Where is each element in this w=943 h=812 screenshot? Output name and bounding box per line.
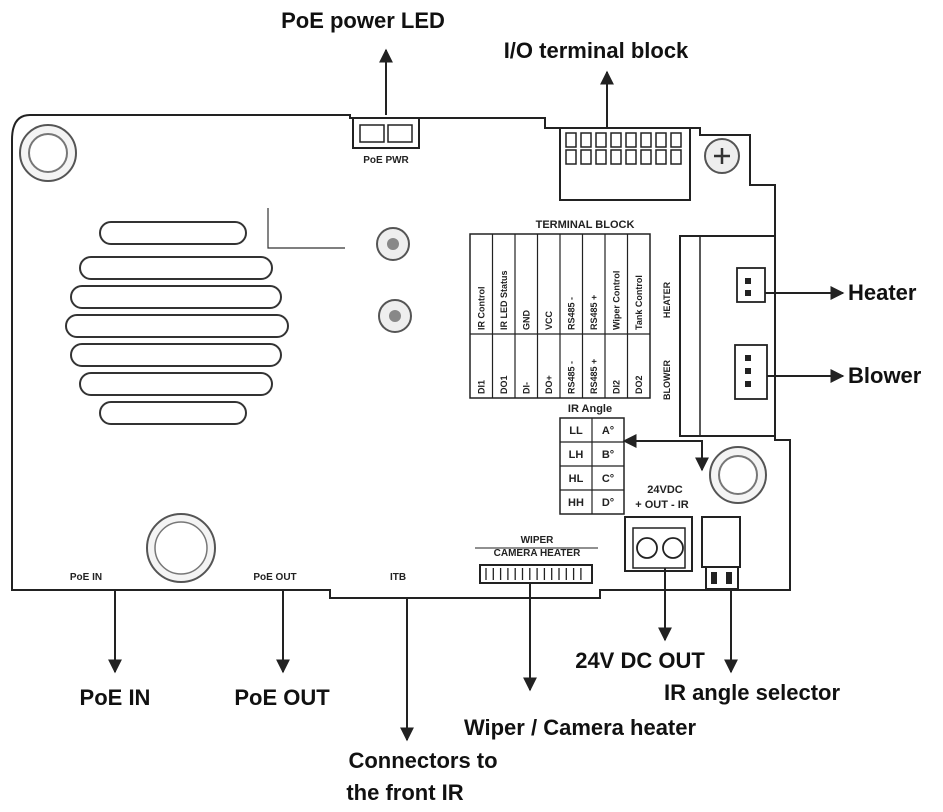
mounting-hole-bottom xyxy=(146,513,216,583)
callout-dc-out: 24V DC OUT xyxy=(575,648,705,673)
terminal-pin-lower xyxy=(655,149,667,165)
dc-out-connector xyxy=(624,516,693,572)
terminal-top-label: RS485 - xyxy=(566,297,576,330)
terminal-bottom-label: DO+ xyxy=(544,375,554,394)
itb-board-label: ITB xyxy=(390,572,406,583)
callout-poe-in: PoE IN xyxy=(80,685,151,710)
ir-table-cell: D° xyxy=(602,497,614,509)
wiper-connector xyxy=(479,564,593,584)
terminal-pin-lower xyxy=(625,149,637,165)
wiper-board-label: WIPER xyxy=(521,535,555,546)
screw-top-right xyxy=(704,138,740,174)
ir-table-cell: A° xyxy=(602,425,614,437)
blower-board-label: BLOWER xyxy=(662,360,672,400)
terminal-pin-lower xyxy=(610,149,622,165)
callout-poe-power-led: PoE power LED xyxy=(281,8,445,33)
terminal-top-label: VCC xyxy=(544,310,554,330)
ir-table-cell: C° xyxy=(602,473,614,485)
ir-table-cell: HL xyxy=(569,473,584,485)
screw-lower xyxy=(378,299,412,333)
ir-table-cell: B° xyxy=(602,449,614,461)
terminal-pin-lower xyxy=(640,149,652,165)
terminal-block-title: TERMINAL BLOCK xyxy=(536,219,635,231)
ir-table-cell: LH xyxy=(569,449,584,461)
screw-upper xyxy=(376,227,410,261)
terminal-bottom-label: DO2 xyxy=(634,375,644,394)
terminal-pin xyxy=(580,132,592,148)
terminal-bottom-label: DI1 xyxy=(476,380,486,394)
terminal-top-label: GND xyxy=(521,310,531,331)
terminal-pin xyxy=(625,132,637,148)
callout-heater: Heater xyxy=(848,280,917,305)
bracket-line xyxy=(267,208,345,249)
camera-heater-board-label: CAMERA HEATER xyxy=(494,548,581,559)
callout-connectors-line1: Connectors to xyxy=(348,748,497,773)
terminal-pin xyxy=(670,132,682,148)
speaker-grille xyxy=(65,221,289,425)
terminal-pin-lower xyxy=(670,149,682,165)
terminal-bottom-label: DO1 xyxy=(499,375,509,394)
terminal-top-label: Tank Control xyxy=(634,275,644,330)
terminal-pin xyxy=(640,132,652,148)
heater-board-label: HEATER xyxy=(662,281,672,318)
callout-ir-angle-selector: IR angle selector xyxy=(664,680,841,705)
mounting-hole-top-left xyxy=(19,124,77,182)
ir-angle-connector xyxy=(701,516,741,590)
mounting-hole-right xyxy=(709,446,767,504)
callout-blower: Blower xyxy=(848,363,922,388)
terminal-pin-lower xyxy=(595,149,607,165)
dc-label-line2: + OUT - IR xyxy=(635,499,689,511)
terminal-top-label: Wiper Control xyxy=(611,271,621,330)
ir-table-cell: LL xyxy=(569,425,583,437)
callout-poe-out: PoE OUT xyxy=(234,685,330,710)
ir-angle-title: IR Angle xyxy=(568,403,612,415)
terminal-top-label: IR LED Status xyxy=(499,270,509,330)
terminal-pin xyxy=(595,132,607,148)
terminal-bottom-label: DI2 xyxy=(611,380,621,394)
ir-table-cell: HH xyxy=(568,497,584,509)
callout-connectors-line2: the front IR xyxy=(346,780,463,805)
poe-in-board-label: PoE IN xyxy=(70,572,102,583)
poe-led-connector xyxy=(352,117,420,149)
dc-label-line1: 24VDC xyxy=(647,484,683,496)
terminal-bottom-label: RS485 - xyxy=(566,361,576,394)
poe-pwr-label: PoE PWR xyxy=(363,155,409,166)
terminal-pin xyxy=(655,132,667,148)
terminal-pin xyxy=(565,132,577,148)
terminal-top-label: RS485 + xyxy=(589,295,599,330)
callout-io-terminal-block: I/O terminal block xyxy=(504,38,689,63)
callout-wiper-camera-heater: Wiper / Camera heater xyxy=(464,715,697,740)
ir-angle-table: LL A° LH B° HL C° HH D° xyxy=(559,417,625,515)
terminal-pin-lower xyxy=(565,149,577,165)
terminal-pin-lower xyxy=(580,149,592,165)
ir-angle-pointer xyxy=(622,434,709,472)
terminal-top-label: IR Control xyxy=(476,287,486,331)
terminal-pin xyxy=(610,132,622,148)
poe-out-board-label: PoE OUT xyxy=(253,572,296,583)
io-terminal-connector xyxy=(559,127,691,201)
terminal-bottom-label: DI- xyxy=(521,382,531,394)
heater-blower-block xyxy=(679,235,776,437)
terminal-bottom-label: RS485 + xyxy=(589,359,599,394)
